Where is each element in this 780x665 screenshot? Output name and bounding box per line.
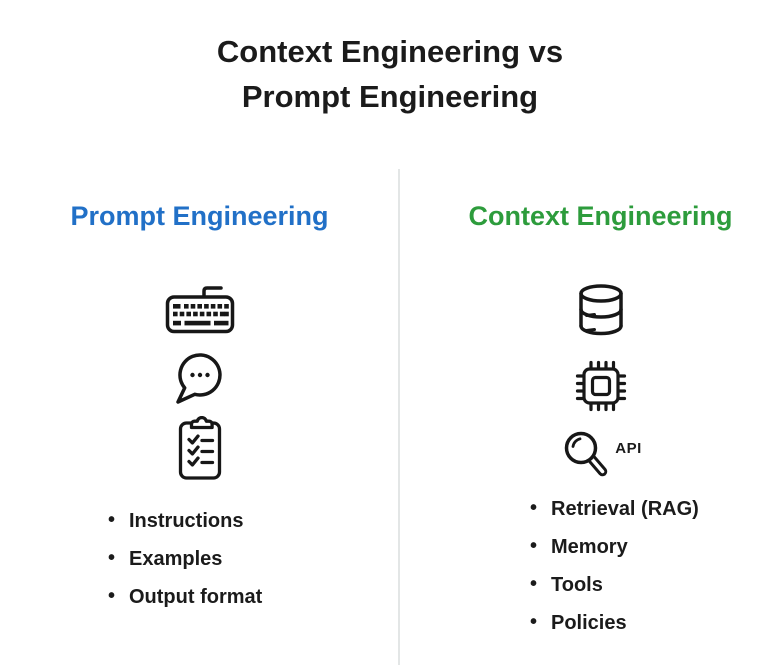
processor-chip-icon bbox=[575, 360, 626, 412]
context-engineering-heading: Context Engineering bbox=[468, 201, 733, 231]
checklist-clipboard-icon bbox=[178, 416, 221, 480]
page-title: Context Engineering vs Prompt Engineerin… bbox=[0, 29, 780, 119]
page-title-line1: Context Engineering vs bbox=[216, 34, 564, 69]
list-item: Output format bbox=[106, 585, 399, 608]
database-icon bbox=[578, 284, 623, 336]
page-title-line2: Prompt Engineering bbox=[241, 79, 539, 114]
column-divider bbox=[398, 169, 400, 665]
column-context-engineering: Context Engineering bbox=[399, 200, 780, 650]
list-item: Retrieval (RAG) bbox=[528, 497, 780, 520]
prompt-engineering-heading: Prompt Engineering bbox=[70, 201, 329, 231]
keyboard-icon bbox=[165, 286, 234, 334]
list-item: Instructions bbox=[106, 509, 399, 532]
list-item: Memory bbox=[528, 535, 780, 558]
prompt-icon-stack bbox=[0, 233, 399, 481]
magnifier-api-icon bbox=[564, 431, 608, 477]
speech-bubble-icon bbox=[175, 353, 222, 404]
column-prompt-engineering: Prompt Engineering bbox=[0, 200, 399, 624]
list-item: Tools bbox=[528, 573, 780, 596]
list-item: Policies bbox=[528, 611, 780, 634]
magnifier-api-group: API bbox=[559, 427, 642, 481]
prompt-bullet-list: Instructions Examples Output format bbox=[106, 509, 399, 608]
context-icon-stack: API bbox=[421, 233, 780, 481]
list-item: Examples bbox=[106, 547, 399, 570]
api-label: API bbox=[615, 439, 642, 457]
context-bullet-list: Retrieval (RAG) Memory Tools Policies bbox=[528, 497, 780, 634]
